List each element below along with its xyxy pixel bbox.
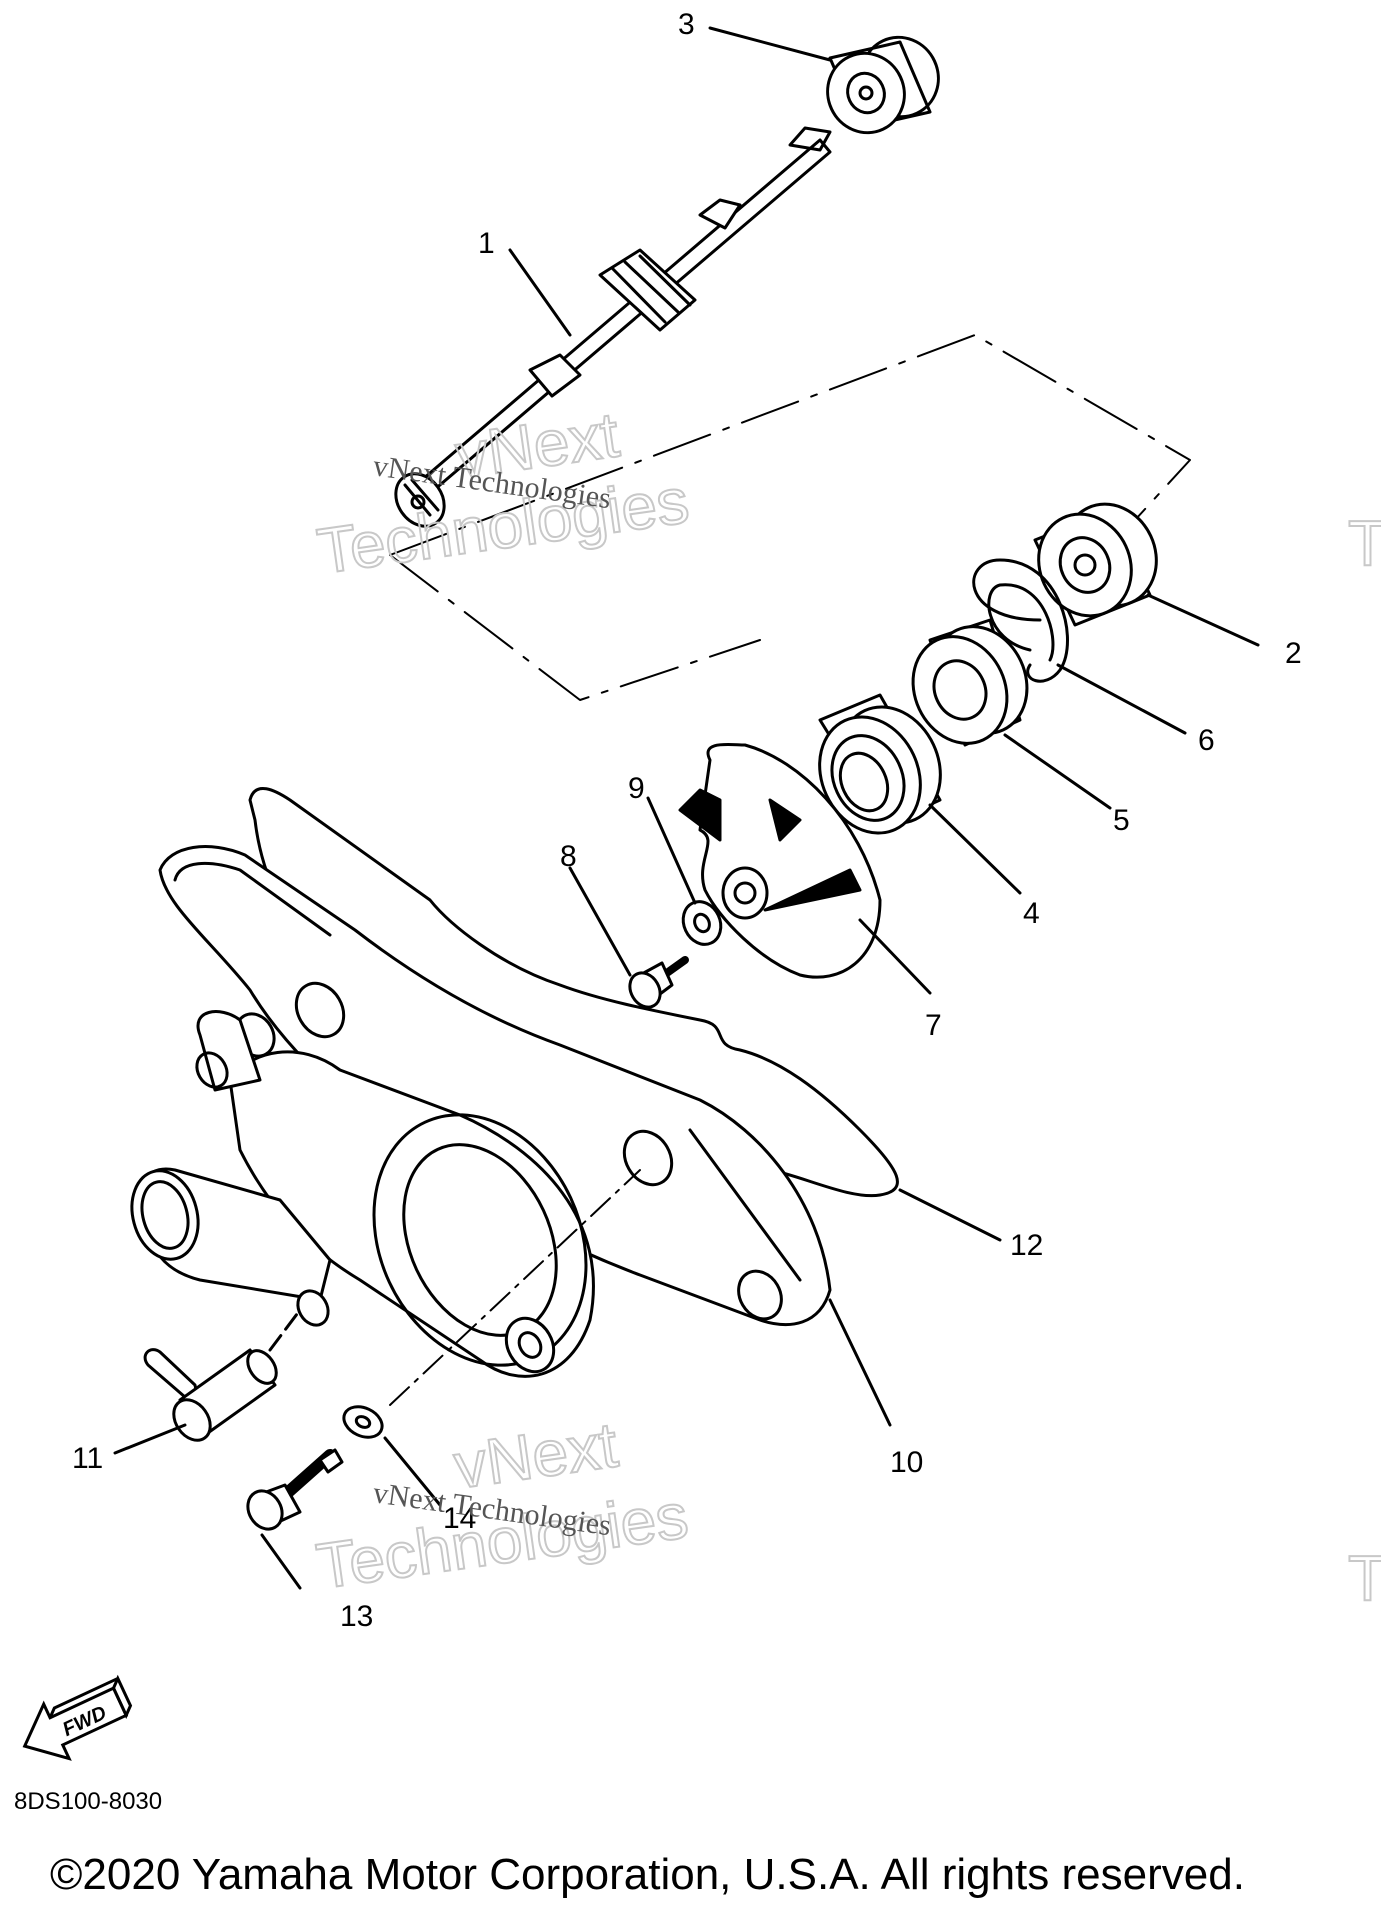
bearing-top — [826, 35, 940, 135]
washer-9 — [681, 900, 723, 946]
diagram-code: 8DS100-8030 — [14, 1788, 163, 1815]
callout-7: 7 — [925, 1009, 942, 1042]
callout-12: 12 — [1010, 1229, 1043, 1262]
callout-10: 10 — [890, 1446, 923, 1479]
callout-6: 6 — [1198, 724, 1215, 757]
watermark-vnext-lower: vNext — [450, 1408, 622, 1502]
callout-11: 11 — [72, 1442, 103, 1475]
watermark-edge-upper: T — [1348, 507, 1381, 579]
assembly-bracket — [389, 334, 1191, 701]
forward-arrow-icon: FWD — [22, 1674, 133, 1761]
washer-14 — [342, 1169, 641, 1439]
bolt-8 — [628, 956, 689, 1009]
callout-2: 2 — [1285, 637, 1302, 670]
callout-1: 1 — [478, 227, 495, 260]
callout-8: 8 — [560, 840, 577, 873]
bolt-13 — [246, 1448, 344, 1531]
seal-ring — [911, 618, 1029, 747]
callout-3: 3 — [678, 8, 695, 41]
mechanical-seal — [818, 693, 942, 835]
callout-13: 13 — [340, 1600, 373, 1633]
callout-9: 9 — [628, 772, 645, 805]
pump-housing — [130, 845, 832, 1378]
circlip — [972, 558, 1069, 683]
callout-14: 14 — [443, 1502, 476, 1535]
callout-5: 5 — [1113, 804, 1130, 837]
impeller-shaft — [394, 126, 832, 528]
impeller — [678, 742, 882, 979]
watermark-edge-lower: T — [1348, 1542, 1381, 1614]
copyright-notice: ©2020 Yamaha Motor Corporation, U.S.A. A… — [50, 1850, 1245, 1899]
hose-fitting — [143, 1308, 302, 1442]
bearing-right — [1033, 502, 1158, 627]
callout-4: 4 — [1023, 897, 1040, 930]
